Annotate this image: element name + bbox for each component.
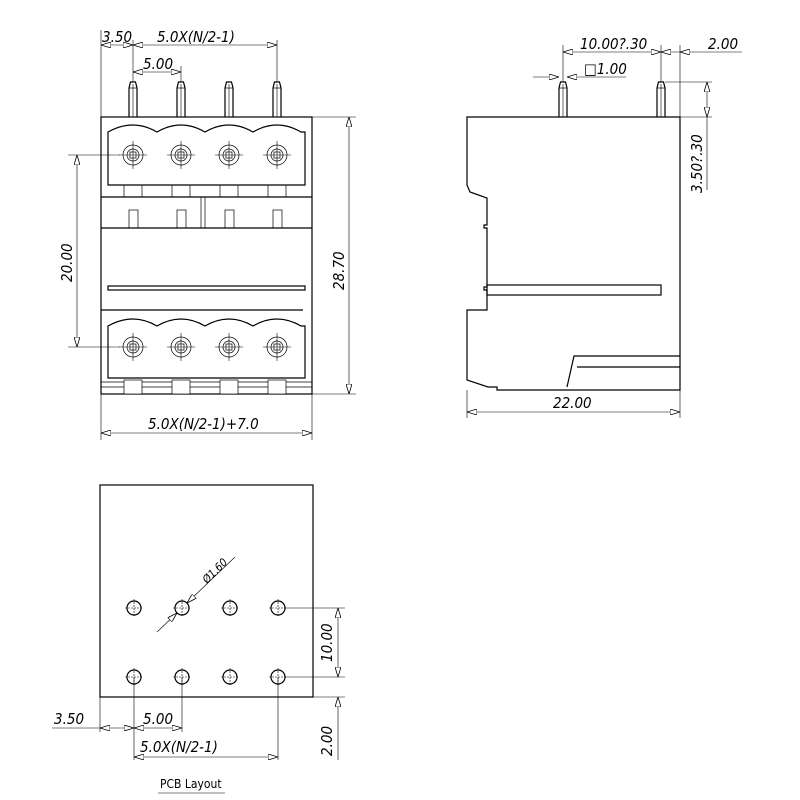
dim-height: 28.70: [330, 251, 348, 290]
front-view: 3.50 5.0X(N/2-1) 5.00 20.00 28.70 5.0X(N…: [58, 28, 356, 440]
dim-pcb-edge: 2.00: [318, 726, 336, 756]
dim-row-spacing: 20.00: [58, 243, 76, 282]
dim-offset: 3.50: [102, 28, 132, 46]
dim-pcb-offset: 3.50: [54, 710, 84, 728]
dim-pcb-pitch-total: 5.0X(N/2-1): [140, 738, 218, 756]
pcb-holes: [124, 598, 288, 687]
pcb-layout-title: PCB Layout: [160, 777, 222, 791]
dim-pin-size: □1.00: [584, 60, 627, 78]
dim-pin-length: 3.50?.30: [688, 134, 706, 193]
dim-pin-spacing: 10.00?.30: [580, 35, 647, 53]
dim-pitch: 5.00: [143, 55, 173, 73]
dim-edge: 2.00: [708, 35, 738, 53]
dim-depth: 22.00: [553, 394, 592, 412]
pcb-layout: Ø1.60 10.00 2.00 3.50 5.00 5.0X(N/2-1) P…: [52, 484, 345, 794]
side-view: 10.00?.30 2.00 □1.00 3.50?.30 22.00: [466, 35, 742, 418]
dim-hole-diameter: Ø1.60: [199, 556, 230, 587]
dim-pcb-row-spacing: 10.00: [318, 623, 336, 662]
dim-width: 5.0X(N/2-1)+7.0: [148, 415, 259, 433]
dim-pcb-pitch: 5.00: [143, 710, 173, 728]
dim-pitch-total: 5.0X(N/2-1): [157, 28, 235, 46]
